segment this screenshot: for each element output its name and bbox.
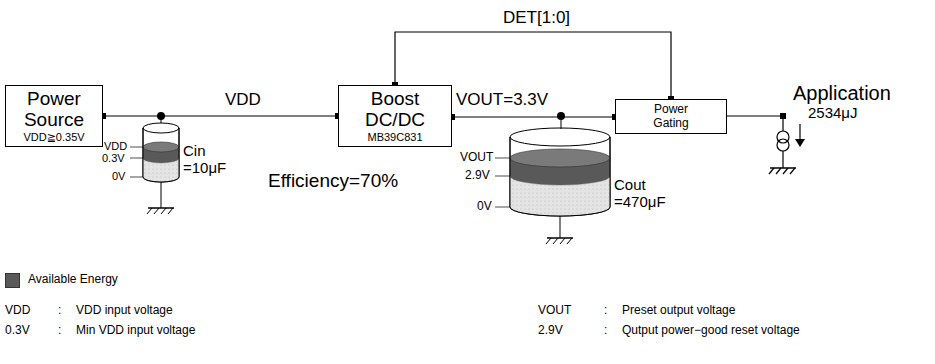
legend-swatch — [5, 273, 20, 288]
converter-box: Boost DC/DCMB39C831 — [338, 85, 452, 147]
definition-text: VDD input voltage — [76, 304, 173, 318]
voltage-level: 0V — [477, 200, 492, 214]
wire — [100, 113, 341, 119]
definition-term: 0.3V — [5, 324, 30, 338]
capacitor-label: Cin =10μF — [183, 142, 237, 177]
definition-term: VOUT — [538, 304, 571, 318]
voltage-level: 0V — [112, 170, 125, 183]
capacitor-label: Cout =470μF — [614, 176, 676, 211]
efficiency-note: Efficiency=70% — [268, 170, 398, 192]
voltage-level: VOUT — [460, 151, 493, 165]
definition-text: Qutput power−good reset voltage — [622, 324, 800, 338]
signal-name: DET[1:0] — [503, 8, 570, 28]
junction-dot — [557, 112, 565, 120]
voltage-level: VDD — [104, 140, 127, 153]
cin-capacitor — [130, 116, 179, 214]
definition-text: Min VDD input voltage — [76, 324, 195, 338]
wire — [449, 114, 618, 120]
energy-value: 2534μJ — [808, 104, 858, 121]
voltage-level: 2.9V — [465, 169, 490, 183]
load-label: Application — [793, 82, 891, 105]
gating-box: Power Gating — [615, 99, 727, 134]
box-subtitle: VDD≧0.35V — [23, 131, 84, 143]
box-subtitle: MB39C831 — [367, 131, 422, 143]
signal-name: VOUT=3.3V — [456, 90, 548, 110]
definition-term: 2.9V — [538, 324, 563, 338]
box-title: Power Source — [15, 89, 93, 131]
legend-text: Available Energy — [28, 273, 118, 287]
definition-colon: : — [604, 324, 607, 338]
application-load — [727, 113, 805, 174]
definition-colon: : — [58, 324, 61, 338]
box-title: Boost DC/DC — [355, 89, 435, 131]
cout-capacitor — [495, 116, 610, 244]
source-box: Power SourceVDD≧0.35V — [5, 85, 103, 147]
signal-name: VDD — [225, 90, 261, 110]
definition-term: VDD — [5, 304, 30, 318]
voltage-level: 0.3V — [102, 152, 125, 165]
definition-colon: : — [58, 304, 61, 318]
box-title: Power Gating — [645, 103, 697, 129]
definition-text: Preset output voltage — [622, 304, 735, 318]
definition-colon: : — [604, 304, 607, 318]
